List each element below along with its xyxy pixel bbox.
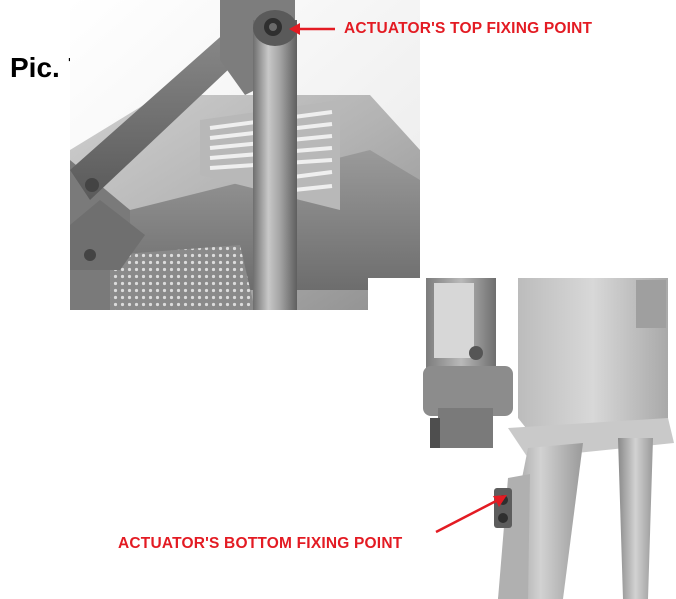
top-photo — [70, 0, 420, 310]
bottom-callout-arrow-icon — [435, 495, 507, 534]
bottom-photo — [368, 278, 674, 599]
top-callout-arrow-icon — [289, 23, 335, 35]
bottom-callout-label: ACTUATOR'S BOTTOM FIXING POINT — [118, 535, 403, 552]
top-callout-label: ACTUATOR'S TOP FIXING POINT — [344, 20, 593, 37]
